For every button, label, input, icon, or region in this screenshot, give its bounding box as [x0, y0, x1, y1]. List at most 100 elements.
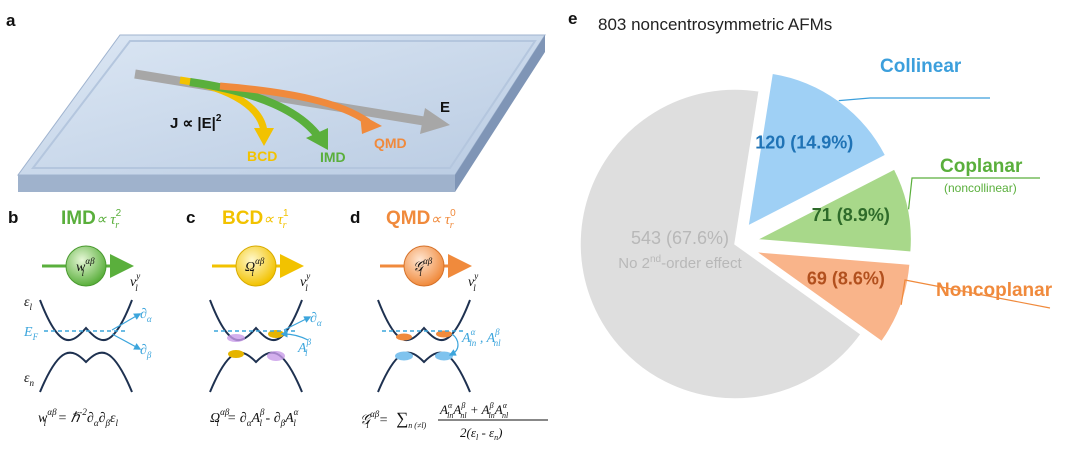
imd-eps-n: ε	[24, 371, 30, 386]
bcd-f-t2-asub: l	[293, 418, 296, 428]
current-equation: J ∝ |E|2	[170, 113, 222, 132]
current-eq-e: E	[202, 115, 212, 132]
imd-db-sub: β	[146, 350, 152, 360]
qmd-v-sup: y	[473, 271, 478, 281]
bcd-ball-omega: Ω	[245, 260, 255, 275]
qmd-conn1: A	[461, 331, 471, 346]
imd-eps-n-sub: n	[30, 378, 35, 388]
bcd-scaling-sub: r	[283, 220, 287, 231]
field-label: E	[440, 99, 450, 116]
qmd-scaling: ∝ τ	[430, 212, 450, 228]
imd-eps-l-sub: l	[30, 302, 33, 312]
bcd-f-minus: - ∂	[262, 411, 281, 426]
caption-sup: nd	[650, 254, 661, 265]
imd-f-b: β	[104, 418, 110, 428]
bcd-f-omega-sup: αβ	[220, 407, 230, 417]
arrow-label-imd: IMD	[320, 149, 346, 165]
bcd-v-sup: y	[305, 271, 310, 281]
imd-ball-sup: αβ	[85, 256, 95, 266]
qmd-title-text: QMD	[386, 208, 430, 229]
bcd-f-t2-sub: β	[280, 418, 286, 428]
imd-db: ∂	[140, 343, 147, 358]
bcd-f-t1-a: A	[250, 411, 260, 426]
imd-v-sub: l	[135, 283, 138, 293]
category-note-coplanar: (noncollinear)	[944, 181, 1017, 195]
imd-title-text: IMD	[61, 208, 96, 229]
imd-band-lower-label: εn	[24, 371, 35, 388]
imd-f-w-sub: l	[44, 418, 47, 428]
bcd-berry-ball	[235, 245, 277, 287]
qmd-n-a4-sub: nl	[502, 411, 509, 420]
qmd-n-a3: A	[481, 402, 490, 417]
bcd-f-t1-sup: β	[259, 407, 265, 417]
callout-line-coplanar	[907, 177, 1040, 210]
qmd-d-post: )	[497, 425, 502, 440]
arrow-label-qmd: QMD	[374, 135, 407, 151]
bcd-f-t1-sub: α	[247, 418, 252, 428]
qmd-d-minus: -	[478, 425, 489, 440]
bcd-da-sub: α	[317, 318, 322, 328]
imd-deriv-label-a: ∂α	[140, 307, 152, 324]
qmd-ball-sub: l	[419, 268, 422, 278]
bcd-curvature-hotspot-upper-right	[268, 330, 284, 338]
category-name-noncoplanar: Noncoplanar	[936, 280, 1053, 301]
imd-v-sup: y	[135, 271, 140, 281]
imd-ef-sub: F	[32, 332, 39, 342]
panel-label-c: c	[186, 208, 195, 227]
imd-eps-l: ε	[24, 295, 30, 310]
imd-deriv-label-b: ∂β	[140, 343, 152, 360]
qmd-conn1-sub: ln	[469, 338, 477, 348]
imd-f-w-sup: αβ	[47, 407, 57, 417]
bcd-deriv-arrow	[283, 316, 312, 331]
qmd-d-e2-sub: n	[494, 433, 498, 442]
qmd-v: v	[468, 275, 475, 290]
current-eq-end: |	[212, 115, 216, 132]
qmd-n-a2: A	[452, 402, 461, 417]
imd-f-a: α	[94, 418, 99, 428]
imd-ball-w: w	[76, 260, 86, 275]
plate-inner-rim	[30, 40, 537, 169]
caption-pre: No 2	[618, 255, 650, 272]
panel-label-d: d	[350, 208, 360, 227]
qmd-f-g-sup: αβ	[370, 409, 380, 419]
qmd-n-a3-sub: ln	[489, 411, 495, 420]
imd-da: ∂	[140, 307, 147, 322]
current-eq-pow: 2	[216, 113, 222, 124]
bcd-curvature-hotspot-lower-left	[228, 350, 244, 358]
qmd-f-g-sub: l	[366, 420, 369, 430]
bcd-scaling-sup: 1	[283, 208, 289, 219]
imd-f-eps: ε	[110, 411, 116, 426]
qmd-conn-sep: ,	[476, 331, 486, 346]
bcd-v: v	[300, 275, 307, 290]
imd-scaling: ∝ τ	[96, 212, 116, 228]
imd-arrowhead	[306, 128, 328, 150]
imd-upper-band	[39, 299, 133, 342]
qmd-conn2: A	[486, 331, 496, 346]
qmd-ball-g: 𝒢	[413, 260, 425, 275]
pie-value-label-collinear: 120 (14.9%)	[755, 132, 853, 152]
imd-f-pow: -2	[79, 407, 87, 417]
imd-v: v	[130, 275, 137, 290]
callout-line-collinear	[838, 97, 990, 102]
bcd-ball-sub: l	[251, 268, 254, 278]
qmd-upper-band	[377, 299, 471, 342]
panel-e: e 803 noncentrosymmetric AFMs 120 (14.9%…	[568, 9, 1053, 400]
imd-deriv-arrow-a	[111, 313, 142, 331]
qmd-lower-band	[377, 351, 471, 393]
panel-label-b: b	[8, 208, 18, 227]
qmd-n-a1-sup: α	[448, 401, 453, 410]
pie-slice-coplanar	[753, 167, 913, 254]
imd-f-w: w	[38, 411, 48, 426]
pie-value-label-noncoplanar: 69 (8.6%)	[807, 269, 885, 289]
imd-berry-ball	[65, 245, 107, 287]
